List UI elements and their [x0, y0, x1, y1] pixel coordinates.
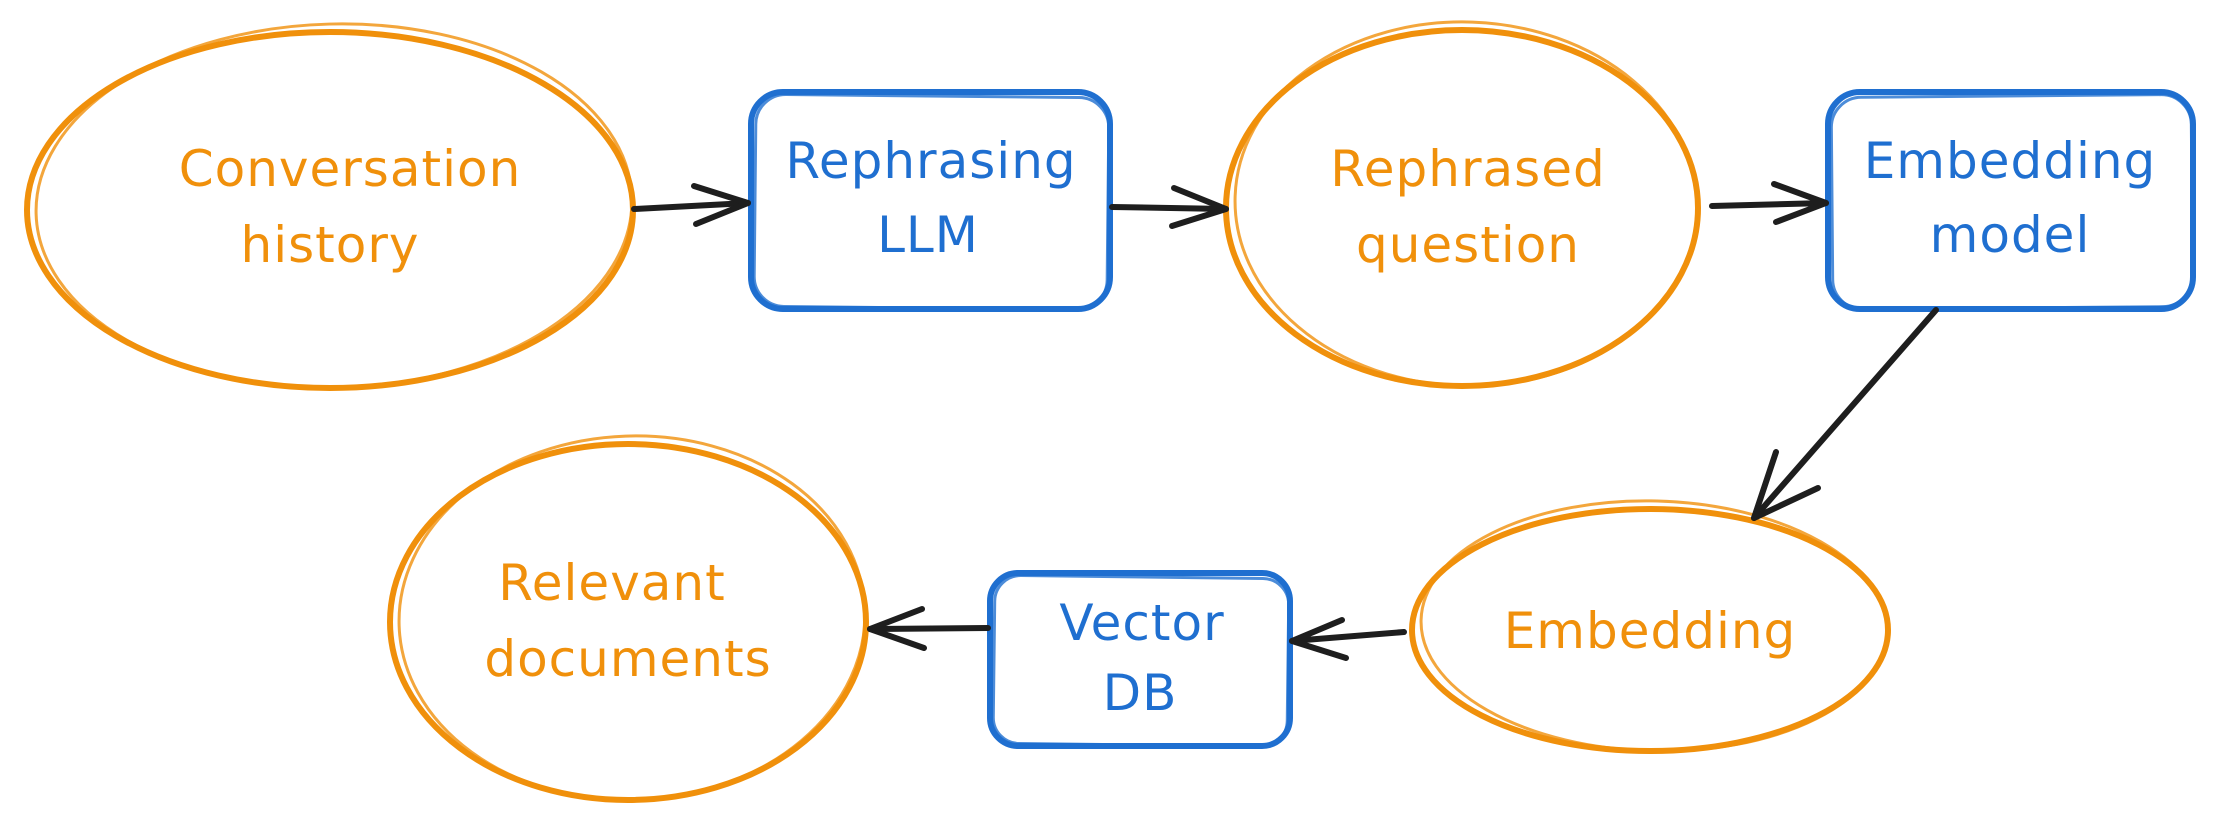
vector-db-label-line1: Vector — [1059, 594, 1224, 652]
arrow-line — [631, 200, 751, 212]
rephrased-question-label-line2: question — [1356, 216, 1580, 274]
relevant-documents-shape-sketch — [397, 434, 867, 802]
embedding-model-shape — [1825, 89, 2196, 312]
rephrasing-llm-label-line1: Rephrasing — [785, 132, 1076, 190]
vector-db-shape-sketch — [991, 574, 1291, 748]
rephrased-question-label-line1: Rephrased — [1330, 140, 1605, 198]
embedding-model-label-line2: model — [1930, 206, 2091, 264]
node-vector-db: Vector DB — [987, 570, 1293, 749]
arrow-line — [867, 625, 991, 632]
edge-embedding-to-vector-db — [1289, 617, 1407, 661]
arrow-line — [1289, 629, 1407, 644]
rephrasing-llm-shape-sketch — [752, 92, 1111, 312]
node-rephrased-question: Rephrased question — [1223, 20, 1701, 389]
arrow-head — [1169, 185, 1229, 229]
conversation-history-label-line2: history — [241, 216, 420, 274]
arrow-head — [1289, 617, 1349, 661]
arrow-line — [1751, 307, 1939, 521]
node-relevant-documents: Relevant documents — [387, 434, 869, 803]
node-embedding-model: Embedding model — [1825, 89, 2196, 312]
embedding-label-line1: Embedding — [1504, 602, 1797, 660]
embedding-shape-sketch — [1419, 499, 1889, 753]
node-rephrasing-llm: Rephrasing LLM — [748, 89, 1113, 312]
arrow-head — [867, 606, 927, 651]
edge-rephrasing-llm-to-rephrased-question — [1109, 185, 1229, 229]
arrow-line — [1709, 200, 1829, 209]
rephrased-question-shape — [1223, 27, 1701, 389]
arrow-head — [1751, 449, 1821, 521]
arrow-head — [1771, 181, 1829, 225]
vector-db-label-line2: DB — [1103, 664, 1178, 722]
conversation-history-label-line1: Conversation — [179, 140, 522, 198]
relevant-documents-label-line2: documents — [484, 630, 771, 688]
node-conversation-history: Conversation history — [24, 22, 636, 391]
edge-rephrased-question-to-embedding-model — [1709, 181, 1829, 225]
embedding-model-label-line1: Embedding — [1864, 132, 2157, 190]
edge-conversation-history-to-rephrasing-llm — [631, 183, 751, 227]
node-embedding: Embedding — [1409, 499, 1891, 754]
arrow-line — [1109, 204, 1229, 212]
rephrased-question-shape-sketch — [1233, 20, 1699, 388]
edge-vector-db-to-relevant-documents — [867, 606, 991, 651]
arrow-head — [691, 183, 751, 227]
embedding-model-shape-sketch — [1829, 93, 2195, 311]
conversation-history-shape-sketch — [34, 22, 634, 390]
rephrasing-llm-shape — [748, 89, 1113, 312]
relevant-documents-label-line1: Relevant — [498, 554, 725, 612]
rephrasing-llm-label-line2: LLM — [877, 206, 979, 264]
edge-embedding-model-to-embedding — [1751, 307, 1939, 521]
